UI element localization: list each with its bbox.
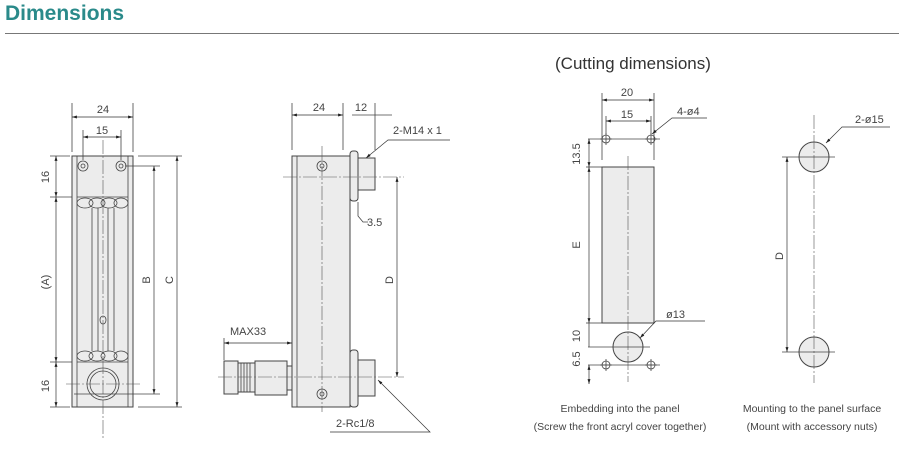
dim-bottom-16: 16 xyxy=(40,380,52,392)
needle-valve-knob xyxy=(223,360,293,396)
side-view: 24 12 2-M14 x 1 3.5 D MAX33 2-Rc1/8 xyxy=(218,102,450,433)
mount-hole-icon xyxy=(77,160,89,172)
dim-B: B xyxy=(141,276,153,283)
top-fitting xyxy=(349,150,376,202)
dim-top-16: 16 xyxy=(40,171,52,183)
dim-C: C xyxy=(164,276,176,284)
dim-max33: MAX33 xyxy=(230,326,266,338)
flowmeter-body-side xyxy=(291,155,351,408)
mount-caption: Mounting to the panel surface xyxy=(743,403,882,415)
dim-fitting-12: 12 xyxy=(355,102,367,114)
dim-6.5: 6.5 xyxy=(571,351,583,366)
dim-width-24: 24 xyxy=(97,104,109,116)
holes-2-d15: 2-ø15 xyxy=(855,114,884,126)
dim-D: D xyxy=(384,276,396,284)
hole-d13: ø13 xyxy=(666,309,685,321)
front-view: 24 15 16 (A) 16 B C xyxy=(40,103,182,440)
embed-caption-note: (Screw the front acryl cover together) xyxy=(534,421,707,433)
dim-cut-20: 20 xyxy=(621,87,633,99)
embed-cutout: 20 15 4-ø4 13.5 E 10 6.5 ø13 Embedding i… xyxy=(534,87,707,433)
mount-caption-note: (Mount with accessory nuts) xyxy=(747,421,878,433)
flowmeter-body-front xyxy=(71,155,134,408)
dim-A: (A) xyxy=(40,275,52,290)
dim-10: 10 xyxy=(571,330,583,342)
dim-13.5: 13.5 xyxy=(571,143,583,164)
page-title: Dimensions xyxy=(5,2,125,25)
dim-mount-D: D xyxy=(774,252,786,260)
dim-E: E xyxy=(571,241,583,248)
bottom-fitting xyxy=(349,349,376,408)
flow-tube xyxy=(91,208,115,351)
dim-3.5: 3.5 xyxy=(367,217,382,229)
thread-label: 2-M14 x 1 xyxy=(393,125,442,137)
holes-4-d4: 4-ø4 xyxy=(677,106,700,118)
dim-hole-pitch-15: 15 xyxy=(96,125,108,137)
hex-nuts-top xyxy=(76,197,129,209)
dim-cut-15: 15 xyxy=(621,109,633,121)
hex-nuts-bottom xyxy=(76,350,129,362)
dim-depth-24: 24 xyxy=(313,102,325,114)
port-label: 2-Rc1/8 xyxy=(336,418,375,430)
surface-mount: D 2-ø15 Mounting to the panel surface (M… xyxy=(743,114,890,433)
cutting-title: (Cutting dimensions) xyxy=(555,54,711,73)
title-divider xyxy=(5,33,899,34)
embed-caption: Embedding into the panel xyxy=(560,403,679,415)
